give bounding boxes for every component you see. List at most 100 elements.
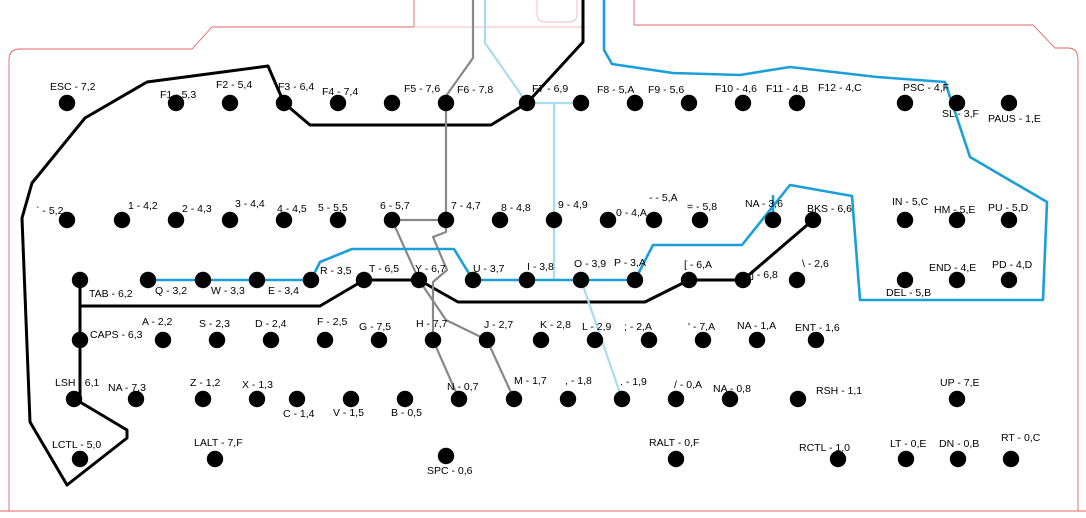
key-label-k5: 5 - 5,5 <box>318 202 348 214</box>
key-pad-k0 <box>599 211 617 229</box>
key-pad-d <box>262 331 280 349</box>
key-pad-i <box>518 271 536 289</box>
key-pad-esc <box>58 94 76 112</box>
key-pad-s <box>208 331 226 349</box>
key-label-del: DEL - 5,B <box>886 287 931 299</box>
key-label-k: K - 2,8 <box>540 319 571 331</box>
key-label-k9: 9 - 4,9 <box>558 199 588 211</box>
key-pad-end <box>948 271 966 289</box>
key-label-pu: PU - 5,D <box>988 202 1029 214</box>
key-pad-na08 <box>721 390 739 408</box>
key-label-p: P - 3,A <box>614 257 646 269</box>
key-pad-k <box>532 331 550 349</box>
key-label-bks: BKS - 6,6 <box>807 203 852 215</box>
key-pad-c <box>288 390 306 408</box>
trace-line <box>390 218 461 401</box>
key-pad-ins <box>896 211 914 229</box>
key-pad-f <box>316 331 334 349</box>
key-label-f4: F4 - 7,4 <box>322 86 358 98</box>
board-edge <box>633 0 1079 511</box>
key-label-na73: NA - 7,3 <box>108 382 146 394</box>
key-pad-t <box>355 271 373 289</box>
key-pad-f6 <box>437 94 455 112</box>
key-pad-minus <box>645 211 663 229</box>
key-label-up: UP - 7,E <box>940 377 980 389</box>
key-label-k3: 3 - 4,4 <box>235 198 265 210</box>
key-pad-bsl <box>788 271 806 289</box>
key-pad-quote <box>694 331 712 349</box>
key-label-spc: SPC - 0,6 <box>427 465 473 477</box>
key-pad-j <box>478 331 496 349</box>
key-label-lt: LT - 0,E <box>890 438 926 450</box>
connector-cutout <box>536 0 578 23</box>
key-label-bsl: \ - 2,6 <box>802 258 829 270</box>
key-pad-h <box>424 331 442 349</box>
key-pad-f12 <box>788 94 806 112</box>
key-label-k0: 0 - 4,A <box>616 207 647 219</box>
key-label-u: U - 3,7 <box>473 263 505 275</box>
key-label-sl: SL - 3,F <box>942 108 979 120</box>
key-label-hm: HM - 5,E <box>934 204 975 216</box>
key-label-c: C - 1,4 <box>283 408 315 420</box>
key-label-l: L - 2,9 <box>582 321 612 333</box>
key-pad-k1 <box>113 211 131 229</box>
key-pad-f8 <box>572 94 590 112</box>
key-pad-p <box>626 271 644 289</box>
key-pad-tab <box>71 271 89 289</box>
key-label-g: G - 7,5 <box>359 321 391 333</box>
key-label-quote: ' - 7,A <box>688 321 715 333</box>
key-label-f: F - 2,5 <box>317 316 348 328</box>
key-label-rsh: RSH - 1,1 <box>816 385 862 397</box>
key-label-y: Y - 6,7 <box>415 263 446 275</box>
key-pad-tilde <box>58 211 76 229</box>
key-pad-up <box>948 390 966 408</box>
key-pad-k8 <box>491 211 509 229</box>
key-pad-pd <box>1000 271 1018 289</box>
key-pad-k5 <box>329 211 347 229</box>
key-pad-u <box>464 271 482 289</box>
key-label-a: A - 2,2 <box>142 316 173 328</box>
key-label-lalt: LALT - 7,F <box>194 437 243 449</box>
key-pad-f9 <box>626 94 644 112</box>
key-pad-semi <box>640 331 658 349</box>
key-label-k7: 7 - 4,7 <box>451 200 481 212</box>
key-label-rctl: RCTL - 1,0 <box>799 442 850 454</box>
key-label-n: N - 0,7 <box>447 381 479 393</box>
key-label-f6: F6 - 7,8 <box>457 84 493 96</box>
key-pad-f5 <box>383 94 401 112</box>
key-pad-g <box>370 331 388 349</box>
key-pad-ent <box>807 331 825 349</box>
key-pad-hm <box>948 211 966 229</box>
key-pad-equal <box>691 211 709 229</box>
key-pad-q <box>139 271 157 289</box>
key-label-k8: 8 - 4,8 <box>501 202 531 214</box>
key-label-x: X - 1,3 <box>242 379 273 391</box>
key-pad-e <box>248 271 266 289</box>
key-pad-lt <box>897 450 915 468</box>
key-label-q: Q - 3,2 <box>155 285 187 297</box>
key-label-f9: F9 - 5,6 <box>648 84 684 96</box>
key-pad-f2 <box>221 94 239 112</box>
key-label-v: V - 1,5 <box>333 407 364 419</box>
key-label-w: W - 3,3 <box>211 285 245 297</box>
key-pad-l <box>586 331 604 349</box>
key-label-m: M - 1,7 <box>514 375 547 387</box>
key-label-minus: - - 5,A <box>649 192 678 204</box>
key-label-k6: 6 - 5,7 <box>380 200 410 212</box>
key-pad-f1 <box>167 94 185 112</box>
key-label-k1: 1 - 4,2 <box>128 200 158 212</box>
key-pad-x <box>248 390 266 408</box>
key-label-t: T - 6,5 <box>369 263 399 275</box>
key-label-na08: NA - 0,8 <box>713 383 751 395</box>
key-label-d: D - 2,4 <box>255 318 287 330</box>
key-pad-k6 <box>383 211 401 229</box>
key-label-na1a: NA - 1,A <box>737 320 776 332</box>
key-label-j: J - 2,7 <box>484 319 513 331</box>
key-label-f5: F5 - 7,6 <box>404 83 440 95</box>
key-label-rbr: ] - 6,8 <box>751 269 778 281</box>
key-pad-m <box>505 390 523 408</box>
key-label-f10: F10 - 4,6 <box>715 83 757 95</box>
key-label-b: B - 0,5 <box>391 407 422 419</box>
key-label-f1: F1 - 5,3 <box>160 89 196 101</box>
